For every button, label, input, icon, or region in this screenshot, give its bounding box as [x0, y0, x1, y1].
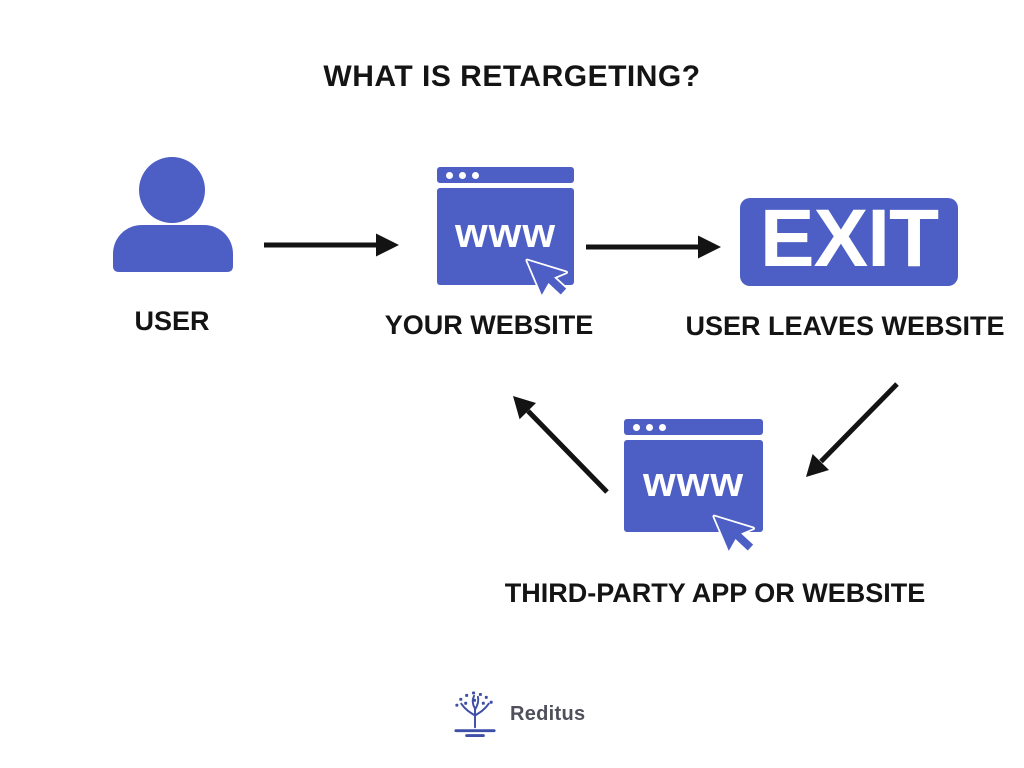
- browser-body: www: [624, 440, 763, 532]
- exit-sign-text: EXIT: [759, 193, 939, 284]
- browser-dot: [646, 423, 653, 431]
- reditus-tree-icon: [454, 691, 496, 738]
- mouse-cursor-icon: [712, 514, 755, 553]
- user-icon: [113, 157, 233, 272]
- your-website-browser-icon: www: [437, 167, 574, 297]
- arrow-third-party-to-your-website: [513, 396, 609, 494]
- www-text: www: [642, 458, 744, 505]
- arrow-your-website-to-exit: [586, 235, 721, 259]
- third-party-browser-icon: www: [624, 419, 763, 553]
- browser-body: www: [437, 188, 574, 285]
- arrow-exit-to-third-party: [806, 382, 899, 477]
- browser-dot: [472, 171, 479, 179]
- user-leaves-website-label: USER LEAVES WEBSITE: [685, 311, 1005, 341]
- brand-logo: Reditus: [452, 690, 585, 739]
- browser-dot: [659, 423, 666, 431]
- brand-name: Reditus: [510, 703, 586, 725]
- mouse-cursor-icon: [525, 258, 568, 297]
- browser-dot: [459, 171, 466, 179]
- your-website-label: YOUR WEBSITE: [384, 310, 594, 340]
- www-text: www: [454, 208, 556, 256]
- arrow-user-to-your-website: [264, 233, 399, 257]
- browser-dot: [633, 423, 640, 431]
- exit-sign: EXIT: [740, 198, 958, 286]
- browser-titlebar: [624, 419, 763, 435]
- third-party-label: THIRD-PARTY APP OR WEBSITE: [504, 578, 926, 608]
- user-label: USER: [134, 306, 210, 336]
- diagram-title: WHAT IS RETARGETING?: [323, 60, 701, 93]
- browser-titlebar: [437, 167, 574, 183]
- browser-dot: [446, 171, 453, 179]
